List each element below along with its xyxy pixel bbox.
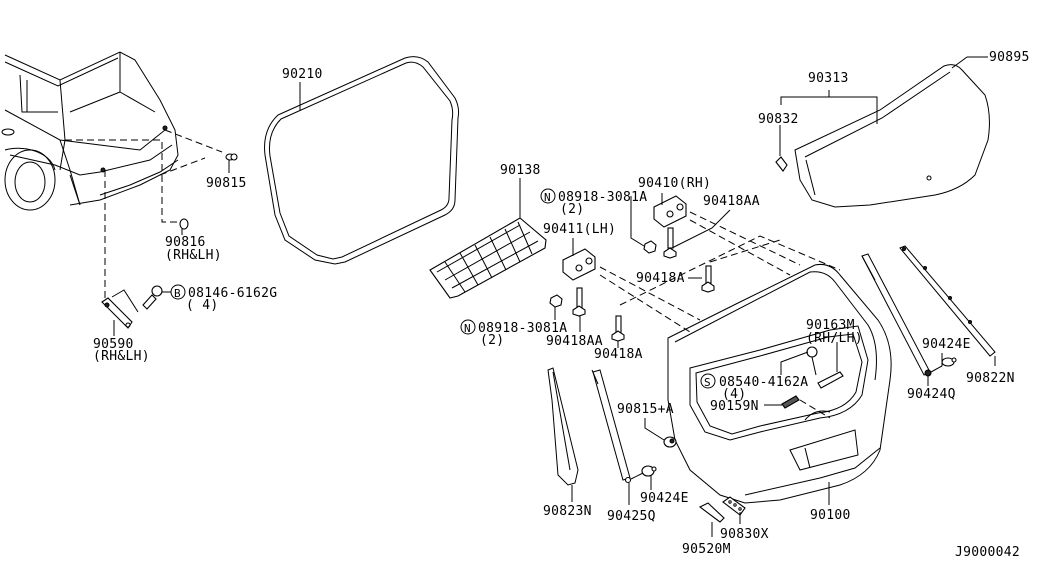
part-90832-spacer[interactable] bbox=[775, 156, 788, 172]
label-90424Q[interactable]: 90424Q bbox=[907, 387, 956, 402]
part-90163M-handle[interactable] bbox=[817, 371, 844, 389]
label-08540-qty: (4) bbox=[722, 387, 746, 402]
label-90823N[interactable]: 90823N bbox=[543, 504, 592, 519]
s-prefix-circle bbox=[700, 373, 716, 389]
part-gas-stay-left[interactable] bbox=[591, 369, 632, 484]
label-90830X[interactable]: 90830X bbox=[720, 527, 769, 542]
part-90830X-plate[interactable] bbox=[722, 496, 746, 516]
part-90520M-bracket[interactable] bbox=[698, 502, 725, 523]
label-90100[interactable]: 90100 bbox=[810, 508, 851, 523]
label-90418AA-top[interactable]: 90418AA bbox=[703, 194, 760, 209]
label-90418A-top[interactable]: 90418A bbox=[636, 271, 685, 286]
part-90823N-trim[interactable] bbox=[547, 367, 579, 486]
bolt-90418AA-top[interactable] bbox=[663, 227, 677, 259]
part-90159N-clip[interactable] bbox=[781, 395, 800, 409]
n-prefix-circle-bottom bbox=[460, 319, 476, 335]
bolt-90418A-top[interactable] bbox=[701, 265, 715, 293]
label-90815[interactable]: 90815 bbox=[206, 176, 247, 191]
label-90138[interactable]: 90138 bbox=[500, 163, 541, 178]
part-90100-back-door[interactable] bbox=[667, 264, 892, 504]
label-90816-note: (RH&LH) bbox=[165, 248, 222, 263]
label-90418AA-bottom[interactable]: 90418AA bbox=[546, 334, 603, 349]
nut-08918-top[interactable] bbox=[643, 240, 657, 254]
part-90313-rear-glass[interactable] bbox=[794, 64, 990, 208]
label-90163M-note: (RH/LH) bbox=[806, 331, 863, 346]
vehicle-rear-illustration bbox=[1, 51, 179, 211]
label-08146-6162G[interactable]: 08146-6162G bbox=[188, 286, 277, 301]
part-90590-hinge[interactable] bbox=[101, 289, 139, 329]
bolt-90418A-bottom[interactable] bbox=[611, 315, 625, 342]
label-90520M[interactable]: 90520M bbox=[682, 542, 731, 557]
label-08540-4162A[interactable]: 08540-4162A bbox=[719, 375, 808, 390]
n-prefix-circle-top bbox=[540, 188, 556, 204]
part-90815-clip[interactable] bbox=[225, 153, 238, 161]
label-90410-rh[interactable]: 90410(RH) bbox=[638, 176, 711, 191]
part-90822N-trim[interactable] bbox=[899, 245, 996, 357]
label-90424E-right[interactable]: 90424E bbox=[922, 337, 971, 352]
n-prefix-top: N bbox=[544, 191, 551, 204]
label-90822N[interactable]: 90822N bbox=[966, 371, 1015, 386]
label-08146-qty: ( 4) bbox=[186, 298, 219, 313]
bolt-08146-6162G[interactable] bbox=[142, 285, 163, 310]
label-90816[interactable]: 90816 bbox=[165, 235, 206, 250]
label-90411-lh[interactable]: 90411(LH) bbox=[543, 222, 616, 237]
part-90424E-left-bracket[interactable] bbox=[641, 465, 657, 477]
label-08918-3081A-bottom[interactable]: 08918-3081A bbox=[478, 321, 567, 336]
label-90163M[interactable]: 90163M bbox=[806, 318, 855, 333]
bolt-90418AA-bottom[interactable] bbox=[572, 287, 586, 317]
label-90159N[interactable]: 90159N bbox=[710, 399, 759, 414]
label-90895[interactable]: 90895 bbox=[989, 50, 1030, 65]
diagram-code: J9000042 bbox=[955, 545, 1020, 560]
n-prefix-bottom: N bbox=[464, 322, 471, 335]
part-90424E-right-bracket[interactable] bbox=[941, 357, 957, 367]
nut-08918-bottom[interactable] bbox=[549, 294, 563, 308]
label-08918-3081A-top[interactable]: 08918-3081A bbox=[558, 190, 647, 205]
part-gas-stay-right[interactable] bbox=[861, 253, 932, 377]
part-90816-plug[interactable] bbox=[179, 218, 189, 230]
part-90210-weatherstrip[interactable] bbox=[264, 56, 460, 265]
label-08918-top-qty: (2) bbox=[560, 202, 584, 217]
label-90313[interactable]: 90313 bbox=[808, 71, 849, 86]
s-prefix: S bbox=[704, 376, 711, 389]
label-90425Q[interactable]: 90425Q bbox=[607, 509, 656, 524]
part-90410-hinge-rh[interactable] bbox=[653, 195, 687, 228]
part-90138-finisher[interactable] bbox=[429, 217, 547, 299]
screw-08540-4162A[interactable] bbox=[806, 346, 818, 376]
b-prefix-circle bbox=[170, 284, 186, 300]
label-90418A-bottom[interactable]: 90418A bbox=[594, 347, 643, 362]
label-90815-plus-A[interactable]: 90815+A bbox=[617, 402, 674, 417]
label-08918-bottom-qty: (2) bbox=[480, 333, 504, 348]
label-90832[interactable]: 90832 bbox=[758, 112, 799, 127]
b-prefix: B bbox=[174, 287, 181, 300]
label-90424E-left[interactable]: 90424E bbox=[640, 491, 689, 506]
label-90590[interactable]: 90590 bbox=[93, 337, 134, 352]
label-90590-note: (RH&LH) bbox=[93, 349, 150, 364]
part-90815A-harness-clip[interactable] bbox=[663, 436, 677, 448]
part-90411-hinge-lh[interactable] bbox=[562, 248, 596, 281]
label-90210[interactable]: 90210 bbox=[282, 67, 323, 82]
